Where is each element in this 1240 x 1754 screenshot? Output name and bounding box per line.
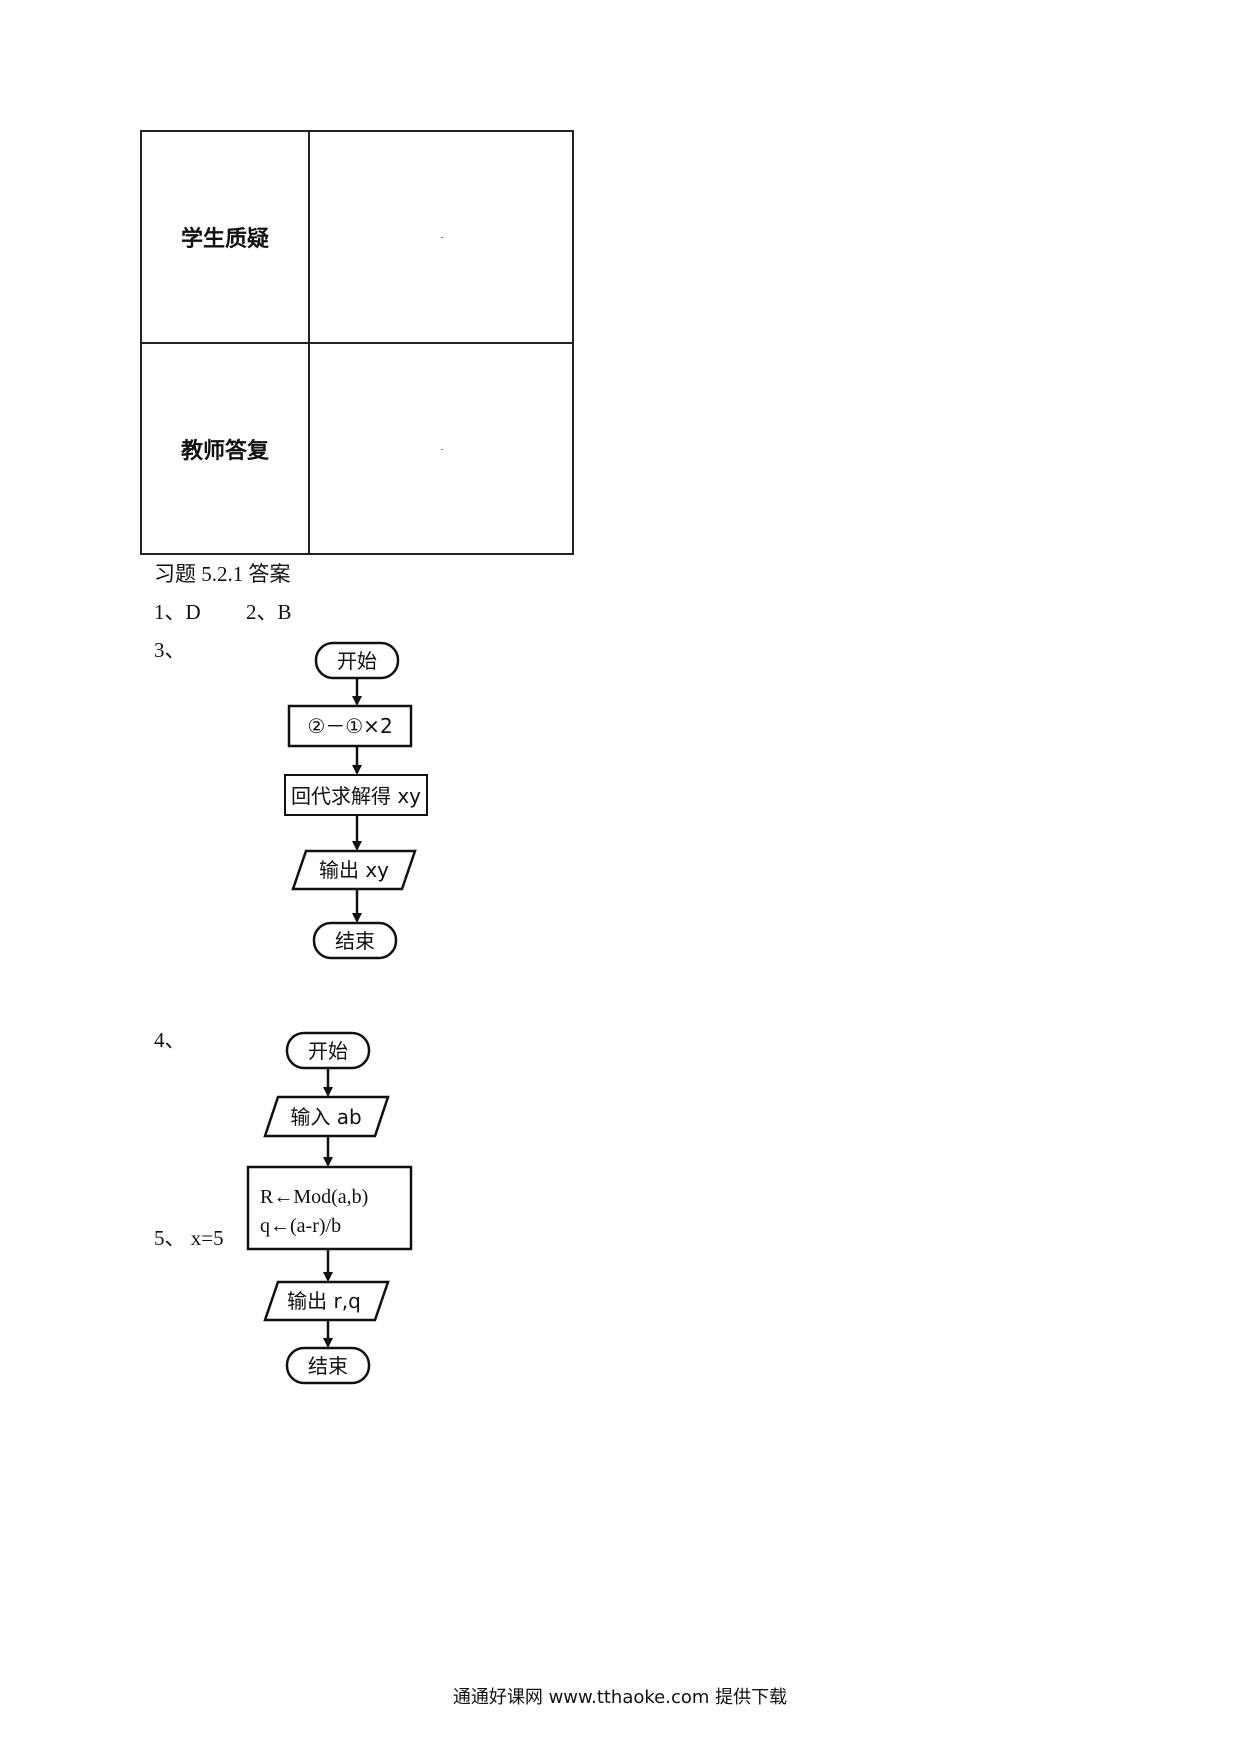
- answer-q3-number: 3、: [154, 638, 186, 662]
- flow4-output-io: 输出 r,q: [263, 1280, 390, 1322]
- flow3-output-label: 输出 xy: [319, 858, 389, 882]
- flow3-output-io: 输出 xy: [291, 849, 417, 891]
- teacher-reply-label: 教师答复: [142, 344, 310, 553]
- answers-heading: 习题 5.2.1 答案: [154, 562, 291, 586]
- flow4-output-label: 输出 r,q: [287, 1289, 361, 1313]
- answer-q2: 2、B: [246, 600, 292, 624]
- flow4-start-terminal: 开始: [285, 1031, 371, 1070]
- flow3-end-label: 结束: [335, 929, 375, 953]
- table-row-student-question: 学生质疑: [142, 132, 572, 344]
- teacher-reply-cell[interactable]: [310, 344, 572, 553]
- answer-q1: 1、D: [154, 600, 201, 624]
- flow3-start-label: 开始: [337, 649, 377, 673]
- student-question-label: 学生质疑: [142, 132, 310, 342]
- flow4-input-label: 输入 ab: [290, 1105, 361, 1129]
- cell-mark: [441, 237, 443, 238]
- flow4-process: R←Mod(a,b) q←(a-r)/b: [246, 1165, 413, 1251]
- cell-mark: [441, 448, 443, 450]
- flow3-step2-process: 回代求解得 xy: [284, 774, 428, 816]
- answer-q4-number: 4、: [154, 1028, 186, 1052]
- table-row-teacher-reply: 教师答复: [142, 344, 572, 553]
- flow4-input-io: 输入 ab: [263, 1095, 390, 1138]
- flowchart-q4: 开始 输入 ab R←Mod(a,b) q←(a-r)/b 输出 r,q 结束: [246, 1031, 413, 1385]
- student-question-cell[interactable]: [310, 132, 572, 342]
- flow4-end-label: 结束: [308, 1354, 348, 1378]
- flow3-step1-process: ②－①×2: [287, 704, 413, 748]
- flow3-step2-label: 回代求解得 xy: [291, 784, 421, 808]
- flow3-end-terminal: 结束: [312, 921, 398, 960]
- answer-q5: 5、 x=5: [154, 1226, 224, 1250]
- flow4-start-label: 开始: [308, 1039, 348, 1063]
- qa-table: 学生质疑 教师答复: [140, 130, 574, 555]
- flow4-process-line2: q←(a-r)/b: [260, 1215, 341, 1237]
- flow3-step1-label: ②－①×2: [307, 714, 392, 738]
- footer-source: 通通好课网 www.tthaoke.com 提供下载: [452, 1687, 788, 1708]
- flowchart-q3: 开始 ②－①×2 回代求解得 xy 输出 xy 结束: [284, 641, 428, 960]
- flow4-process-line1: R←Mod(a,b): [260, 1186, 368, 1208]
- flow4-end-terminal: 结束: [285, 1346, 371, 1385]
